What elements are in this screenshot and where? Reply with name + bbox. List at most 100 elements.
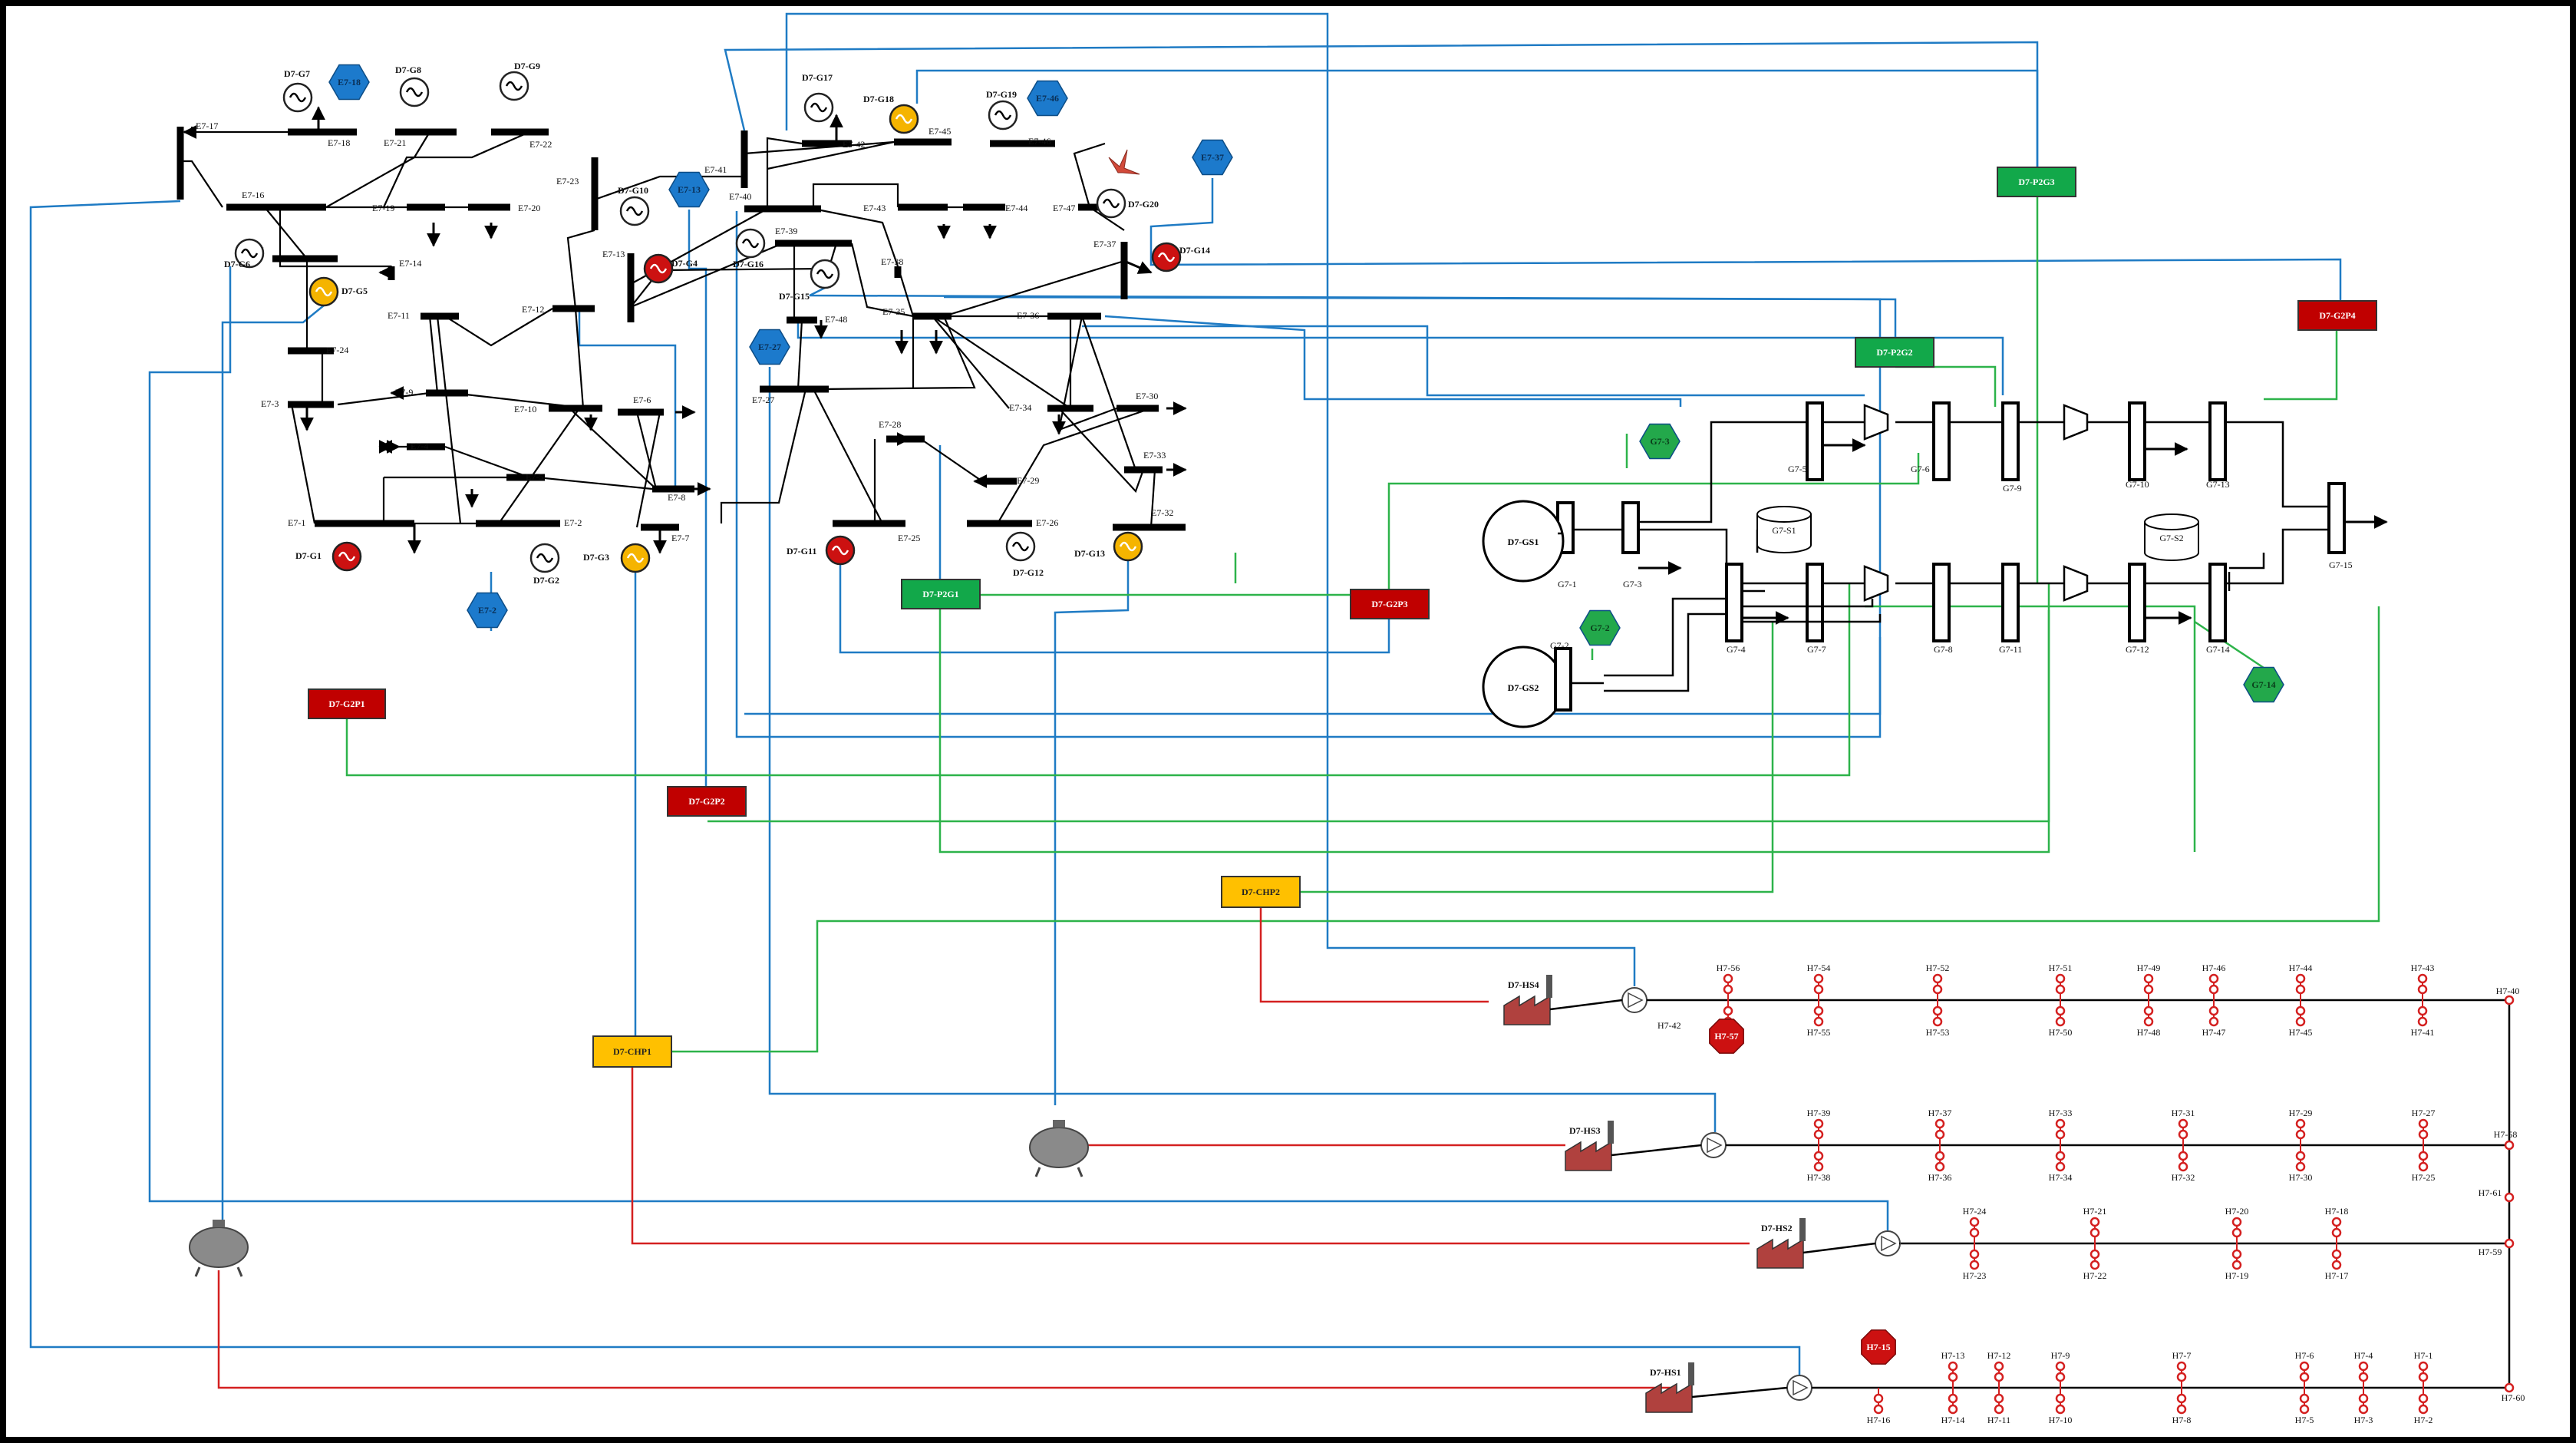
- converter-label: D7-G2P1: [328, 698, 364, 709]
- electric-line: [820, 315, 976, 391]
- heat-node-icon: [2295, 1129, 2306, 1140]
- sine-glyph: [895, 114, 913, 124]
- electric-line: [567, 406, 657, 490]
- communication-link: [797, 321, 2004, 395]
- heat-node-icon: [2358, 1372, 2369, 1382]
- heat-node-icon: [2231, 1249, 2242, 1260]
- label: E7-10: [514, 404, 536, 414]
- heat-node-icon: [1969, 1227, 1980, 1238]
- electric-line: [997, 407, 1152, 524]
- tank-leg: [1077, 1167, 1084, 1177]
- heat-node-label: H7-45: [2289, 1027, 2313, 1038]
- heat-node-icon: [2208, 973, 2219, 984]
- ev-label: E7-13: [678, 184, 701, 195]
- heat-node-icon: [2055, 1372, 2066, 1382]
- sine-glyph: [315, 286, 333, 297]
- heat-node-icon: [1813, 1129, 1824, 1140]
- sine-glyph: [1102, 198, 1120, 209]
- heat-node-label: H7-4: [2354, 1350, 2373, 1361]
- electric-line: [635, 411, 661, 528]
- heat-node-label: H7-39: [1807, 1108, 1831, 1118]
- label: E7-20: [518, 203, 540, 213]
- gas-load-label: G7-3: [1650, 436, 1669, 447]
- heat-pipe: [1691, 1386, 1788, 1398]
- gas-pipe: [2229, 553, 2265, 570]
- label: E7-22: [529, 139, 552, 150]
- heat-node-icon: [1873, 1393, 1884, 1404]
- gas-pipe: [1638, 528, 1728, 564]
- gas-node-bar: [2327, 482, 2346, 554]
- converter-label: D7-P2G1: [922, 589, 958, 599]
- electric-line: [444, 308, 553, 347]
- heat-node-label: H7-11: [1987, 1415, 2010, 1425]
- heat-node-label: H7-20: [2225, 1206, 2249, 1217]
- heat-node-icon: [2417, 1016, 2428, 1027]
- converter-label: D7-P2G3: [2018, 177, 2054, 187]
- heat-node-label: H7-18: [2325, 1206, 2349, 1217]
- heat-node-icon: [2504, 1382, 2515, 1393]
- communication-link: [1149, 178, 2342, 301]
- electric-line: [1089, 206, 1125, 231]
- heat-node-icon: [2331, 1260, 2342, 1270]
- ev-label: E7-27: [758, 342, 781, 352]
- heat-node-icon: [2331, 1217, 2342, 1227]
- heat-source-icon: [1756, 1238, 1804, 1269]
- label: D7-G6: [224, 259, 250, 269]
- heat-link: [217, 1270, 1673, 1389]
- label: H7-42: [1657, 1020, 1681, 1031]
- heat-node-icon: [1932, 1016, 1943, 1027]
- heat-node-icon: [2418, 1118, 2429, 1129]
- heat-node-icon: [2208, 984, 2219, 995]
- pump-arrow: [1628, 992, 1644, 1009]
- heat-node-icon: [2358, 1404, 2369, 1415]
- label: E7-47: [1053, 203, 1075, 213]
- heat-node-icon: [2295, 1161, 2306, 1172]
- heat-node-icon: [2089, 1227, 2100, 1238]
- ev-station-icon: [328, 64, 370, 101]
- heat-node-icon: [2089, 1217, 2100, 1227]
- converter-box: [592, 1035, 672, 1068]
- heat-pipe: [1611, 1144, 1702, 1157]
- heat-node-label: H7-21: [2083, 1206, 2107, 1217]
- heat-node-icon: [1934, 1161, 1945, 1172]
- heat-node-icon: [1723, 1005, 1733, 1016]
- heat-node-icon: [2208, 1005, 2219, 1016]
- heat-source-label: D7-HS2: [1761, 1223, 1793, 1233]
- storage-tank-top: [1756, 506, 1812, 523]
- ev-station-icon: [467, 592, 508, 629]
- communication-link: [839, 564, 1390, 654]
- gas-node-bar: [1806, 563, 1824, 642]
- electric-line: [744, 140, 895, 155]
- gas-node-bar: [1621, 501, 1640, 554]
- label: D7-G18: [863, 94, 894, 104]
- label: G7-15: [2329, 560, 2353, 570]
- heat-node-label: H7-58: [2494, 1129, 2518, 1140]
- heat-node-icon: [2055, 1404, 2066, 1415]
- heat-node-label: H7-60: [2502, 1392, 2525, 1403]
- heat-node-label: H7-48: [2137, 1027, 2161, 1038]
- heat-node-icon: [2178, 1161, 2188, 1172]
- heat-node-label: H7-6: [2295, 1350, 2314, 1361]
- heat-node-icon: [1932, 1005, 1943, 1016]
- tank-leg: [1034, 1167, 1041, 1177]
- ev-station-icon: [749, 329, 790, 365]
- gas-pipe: [2225, 421, 2329, 508]
- heat-node-icon: [1934, 1129, 1945, 1140]
- electric-line: [180, 160, 223, 208]
- label: E7-42: [843, 139, 865, 150]
- heat-node-icon: [1994, 1404, 2004, 1415]
- label: E7-27: [752, 395, 774, 405]
- electric-line: [428, 315, 439, 394]
- heat-node-icon: [1723, 984, 1733, 995]
- label: E7-40: [729, 191, 751, 202]
- heat-node-icon: [2055, 1016, 2066, 1027]
- heat-node-icon: [2176, 1361, 2187, 1372]
- tank-leg: [236, 1266, 243, 1277]
- pump-arrow: [1881, 1235, 1897, 1252]
- sine-glyph: [1119, 541, 1137, 552]
- heat-node-icon: [2299, 1393, 2310, 1404]
- heat-node-label: H7-2: [2414, 1415, 2433, 1425]
- gas-node-bar: [1932, 401, 1951, 481]
- label: E7-38: [881, 256, 903, 267]
